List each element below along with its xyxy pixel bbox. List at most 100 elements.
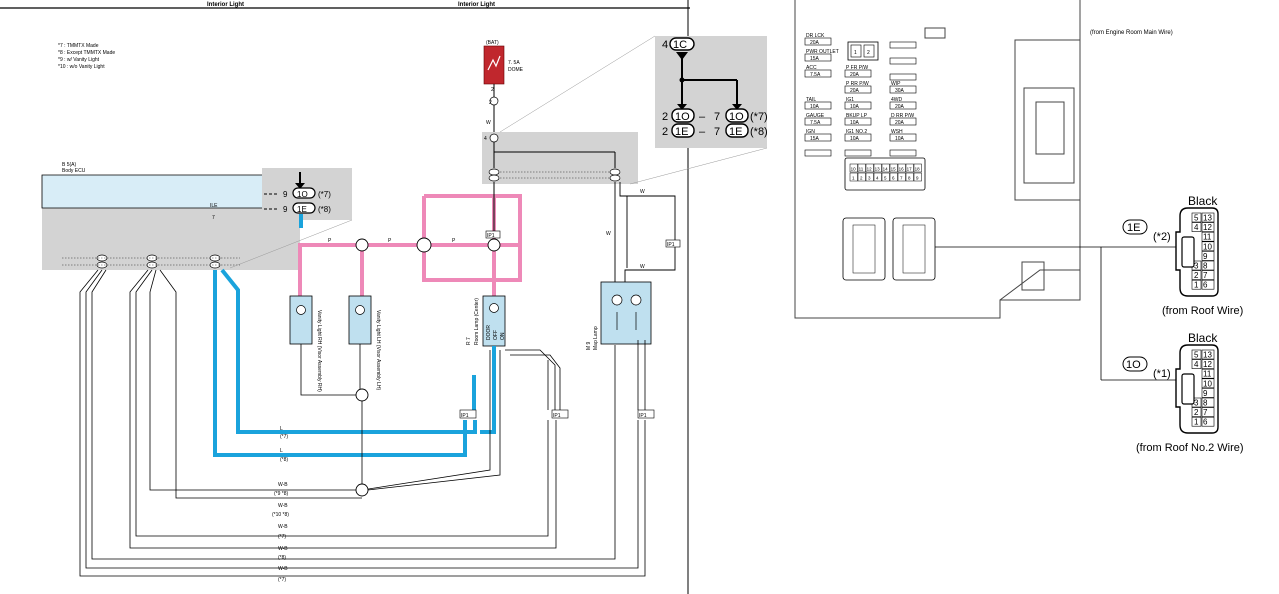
inset-large-conn: 1O bbox=[675, 111, 690, 123]
fuse-slot-empty bbox=[889, 41, 917, 49]
connector-pin-number: 12 bbox=[867, 167, 873, 172]
svg-text:–: – bbox=[699, 111, 706, 123]
connector-pin-number: 7 bbox=[1203, 408, 1208, 417]
inset-small-note: (*8) bbox=[318, 205, 331, 214]
fuse-slot-empty bbox=[889, 149, 917, 157]
connector-pin-number: 9 bbox=[1203, 389, 1208, 398]
fuse-slot bbox=[804, 101, 832, 110]
connector-pin-number: 4 bbox=[1194, 360, 1199, 369]
fuse-amp: 10A bbox=[850, 104, 860, 110]
connector-pin bbox=[857, 172, 866, 182]
connector-pin-number: 2 bbox=[1194, 408, 1199, 417]
connector-pin bbox=[857, 163, 866, 173]
connector-pin bbox=[1201, 407, 1215, 417]
wire-label: W bbox=[606, 231, 611, 237]
inset-large-pin: 2 bbox=[662, 111, 668, 123]
fuse-slot bbox=[804, 37, 832, 46]
connector-pin bbox=[865, 163, 874, 173]
wire-label: P bbox=[328, 238, 332, 244]
connector-color: Black bbox=[1188, 331, 1218, 345]
fuse-name: WSH bbox=[891, 129, 903, 135]
connector-pin-number: 3 bbox=[1194, 262, 1199, 271]
junction-block-drawing: (from Engine Room Main Wire) bbox=[794, 0, 1173, 319]
note-line: *10 : w/o Vanity Light bbox=[58, 64, 105, 70]
fuse-rating: 7. 5A bbox=[508, 60, 520, 66]
connector-pin bbox=[1201, 212, 1215, 223]
connector-tag: 1E bbox=[1127, 222, 1140, 234]
engine-room-label: (from Engine Room Main Wire) bbox=[1090, 30, 1173, 36]
inset-large: 1C 4 2 2 1O 1E – – 7 7 1O 1E (*7) (*8) bbox=[499, 35, 768, 185]
fuse-name: IG1 bbox=[846, 97, 854, 103]
body-ecu: B 5(A) Body ECU ILE 7 bbox=[41, 162, 300, 270]
ecu-pin-name: ILE bbox=[210, 203, 218, 209]
wire-label: W bbox=[640, 264, 645, 270]
connector-pin bbox=[905, 163, 914, 173]
fuse-amp: 20A bbox=[895, 104, 905, 110]
wire-label: W-B bbox=[278, 566, 288, 572]
fuse-amp: 10A bbox=[895, 136, 905, 142]
wire-label: P bbox=[388, 238, 392, 244]
connector-pin bbox=[873, 163, 882, 173]
junction-label: IP1 bbox=[461, 413, 469, 419]
wire-label: L bbox=[280, 448, 283, 454]
fuse-amp: 7.5A bbox=[810, 120, 821, 126]
connector-pin bbox=[1201, 378, 1215, 389]
connector-pin-number: 7 bbox=[900, 176, 903, 181]
inset-large-conn: 1E bbox=[729, 126, 742, 138]
connector-pin bbox=[865, 172, 874, 182]
ground-bundle bbox=[79, 269, 646, 577]
header: Interior Light Interior Light bbox=[0, 0, 690, 594]
fuse-amp: 20A bbox=[850, 72, 860, 78]
inset-large-conn: 1O bbox=[729, 111, 744, 123]
connector-pin-number: 13 bbox=[1203, 214, 1212, 223]
connector-tag: 1O bbox=[1126, 359, 1141, 371]
connector-pin-number: 3 bbox=[1194, 399, 1199, 408]
fuse-slot bbox=[844, 117, 872, 126]
fuse-amp: 30A bbox=[895, 88, 905, 94]
wire-note: (*7) bbox=[278, 577, 286, 583]
room-lamp-off: OFF bbox=[493, 330, 499, 340]
inset-large-pin: 7 bbox=[714, 126, 720, 138]
connector-pin bbox=[1201, 270, 1215, 280]
fuse-slot bbox=[889, 85, 917, 94]
connector-pin-number: 5 bbox=[884, 176, 887, 181]
connector-lock bbox=[1181, 373, 1195, 405]
room-lamp-on: ON bbox=[500, 332, 506, 340]
map-lamp: M 9 Map Lamp bbox=[586, 281, 652, 350]
connector-pin-number: 5 bbox=[1194, 351, 1199, 360]
connector-pin-number: 2 bbox=[1194, 271, 1199, 280]
connector-pin-number: 10 bbox=[1203, 242, 1212, 251]
connector-pin bbox=[1191, 222, 1202, 232]
connector-pin-number: 16 bbox=[899, 167, 905, 172]
connector-pin-number: 8 bbox=[1203, 262, 1208, 271]
blue-note: (*7) bbox=[280, 434, 288, 440]
battery-fuse: (BAT) 7. 5A DOME 2 2 W bbox=[483, 40, 524, 176]
connector-pin bbox=[1191, 279, 1202, 290]
inset-large-pin: 7 bbox=[714, 111, 720, 123]
fuse-amp: 15A bbox=[810, 56, 820, 62]
connector-pin bbox=[1201, 368, 1215, 379]
header-title-left: Interior Light bbox=[207, 2, 244, 8]
inset-small-pin: 9 bbox=[283, 205, 288, 214]
connector-pin-number: 8 bbox=[1203, 399, 1208, 408]
inset-large-pin: 2 bbox=[662, 126, 668, 138]
fuse-name: ACC bbox=[806, 65, 817, 71]
fuse-name: P FR P/W bbox=[846, 65, 868, 71]
connector-pin-number: 11 bbox=[1203, 233, 1212, 242]
connector-pin-number: 13 bbox=[875, 167, 881, 172]
connector-pin bbox=[881, 172, 890, 182]
white-wiring bbox=[614, 182, 676, 282]
note-line: *7 : TMMTX Made bbox=[58, 43, 99, 49]
connector-lock bbox=[1181, 236, 1195, 268]
connector-pin bbox=[1201, 251, 1215, 261]
header-title-right: Interior Light bbox=[458, 2, 495, 8]
battery-label: (BAT) bbox=[486, 40, 499, 46]
svg-text:4: 4 bbox=[484, 136, 487, 142]
connector-pin bbox=[1191, 349, 1202, 360]
svg-text:2: 2 bbox=[489, 100, 492, 106]
fuse-name: 4WD bbox=[891, 97, 903, 103]
connector-pin bbox=[1201, 222, 1215, 232]
wire-label: W-B bbox=[278, 503, 288, 509]
